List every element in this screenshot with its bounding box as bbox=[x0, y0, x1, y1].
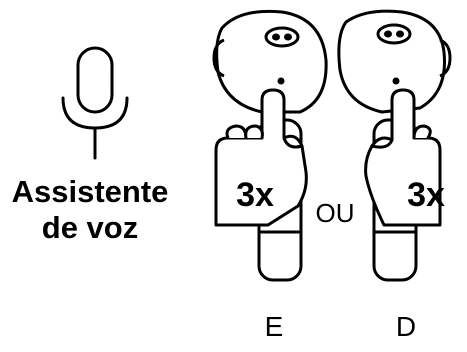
or-label: OU bbox=[315, 198, 355, 228]
right-earbud-label: D bbox=[395, 311, 417, 342]
tapping-hand-icon bbox=[214, 88, 308, 227]
voice-assistant-label-line2: de voz bbox=[41, 210, 139, 245]
left-earbud-label: E bbox=[264, 311, 284, 342]
voice-assistant-label-line1: Assistente bbox=[11, 174, 169, 209]
right-press-count: 3x bbox=[407, 176, 445, 214]
left-press-count: 3x bbox=[236, 176, 274, 214]
tapping-hand-icon bbox=[364, 88, 442, 227]
microphone-icon bbox=[61, 46, 129, 160]
